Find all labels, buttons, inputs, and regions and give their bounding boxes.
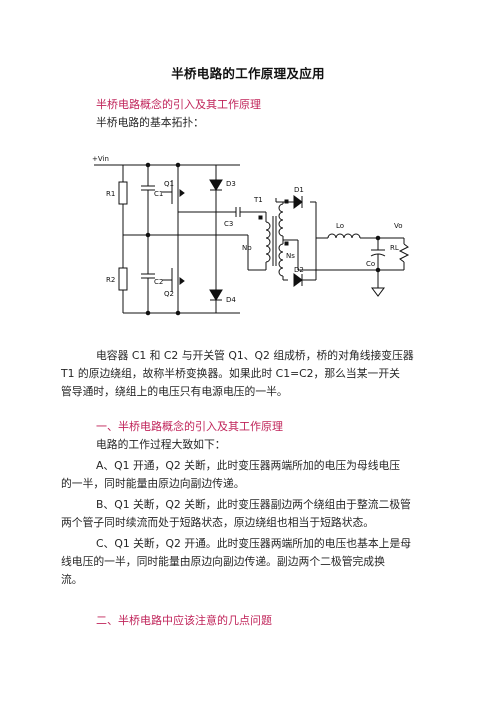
step-a-line2: 的一半，同时能量由原边向副边传递。: [61, 477, 245, 490]
label-d3: D3: [226, 180, 236, 188]
label-t1: T1: [253, 196, 263, 204]
label-vo: Vo: [394, 222, 403, 230]
label-c2: C2: [154, 278, 163, 286]
topology-intro: 半桥电路的基本拓扑：: [96, 116, 204, 129]
label-np: Np: [242, 244, 252, 252]
step-a-line1: A、Q1 开通，Q2 关断，此时变压器两端所加的电压为母线电压: [96, 459, 401, 472]
label-d4: D4: [226, 296, 236, 304]
label-co: Co: [366, 260, 375, 268]
label-c1: C1: [154, 190, 163, 198]
document-title: 半桥电路的工作原理及应用: [171, 66, 325, 81]
label-r1: R1: [106, 190, 115, 198]
paragraph1-line1: 电容器 C1 和 C2 与开关管 Q1、Q2 组成桥，桥的对角线接变压器: [96, 349, 414, 362]
paragraph1-line3: 管导通时，绕组上的电压只有电源电压的一半。: [61, 385, 288, 398]
step-b-line2: 两个管子同时续流而处于短路状态，原边绕组也相当于短路状态。: [61, 516, 375, 529]
label-r2: R2: [106, 276, 115, 284]
label-q2: Q2: [164, 290, 174, 298]
section-heading-working-principle: 一、半桥电路概念的引入及其工作原理: [96, 420, 283, 433]
paragraph1-line2: T1 的原边绕组，故称半桥变换器。如果此时 C1=C2，那么当某一开关: [61, 367, 400, 380]
label-d1: D1: [294, 186, 304, 194]
label-c3: C3: [224, 220, 233, 228]
section-heading-notes: 二、半桥电路中应该注意的几点问题: [96, 614, 272, 627]
label-vin: +Vin: [92, 155, 109, 163]
step-c-line1: C、Q1 关断，Q2 开通。此时变压器两端所加的电压也基本上是母: [96, 537, 412, 550]
label-rl: RL: [390, 244, 399, 252]
section-heading-concept: 半桥电路概念的引入及其工作原理: [96, 98, 261, 111]
half-bridge-circuit-diagram: +Vin R1 R2 C1 C2 Q1 Q2 D3 D4 C3 T1 Np Ns…: [92, 155, 410, 316]
working-process-intro: 电路的工作过程大致如下：: [96, 438, 226, 451]
step-c-line3: 流。: [61, 573, 83, 586]
label-lo: Lo: [336, 222, 344, 230]
step-c-line2: 线电压的一半，同时能量由原边向副边传递。副边两个二极管完成换: [61, 555, 385, 568]
step-b-line1: B、Q1 关断，Q2 关断，此时变压器副边两个绕组由于整流二极管: [96, 498, 411, 511]
label-ns: Ns: [286, 252, 295, 260]
label-d2: D2: [294, 266, 304, 274]
label-q1: Q1: [164, 180, 174, 188]
